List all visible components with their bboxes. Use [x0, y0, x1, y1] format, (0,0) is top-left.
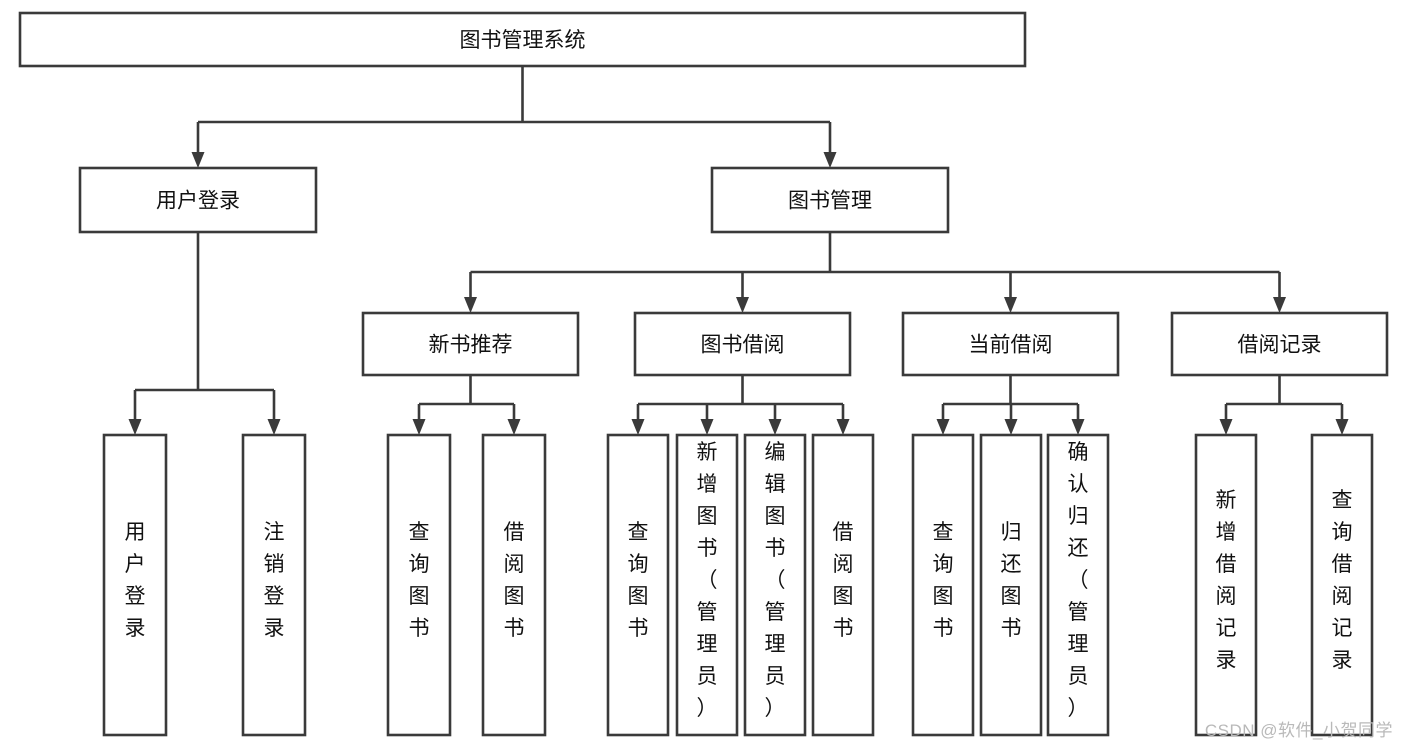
level3-node-current-borrow-label: 当前借阅: [969, 334, 1053, 357]
level3-node-current-borrow-box: [901, 311, 1120, 377]
level4-node-leaf-user-login-box: [102, 433, 168, 737]
level3-node-borrow-record[interactable]: 借阅记录: [1170, 311, 1389, 377]
level4-node-leaf-query-book-c[interactable]: 查询图书: [911, 433, 975, 737]
level4-node-leaf-confirm-return-admin[interactable]: 确认归还（管理员）: [1046, 433, 1110, 737]
level4-node-leaf-borrow-book-rec[interactable]: 借阅图书: [481, 433, 547, 737]
level4-node-leaf-query-borrow-record-label: 查询借阅记录: [1332, 489, 1353, 672]
level2-node-user-login-label: 用户登录: [156, 190, 240, 213]
root-node-book-management-system-label: 图书管理系统: [460, 29, 586, 52]
level4-node-leaf-borrow-book-b-label: 借阅图书: [833, 521, 854, 640]
level4-node-leaf-user-login-label: 用户登录: [125, 521, 146, 640]
level4-node-leaf-return-book-box: [979, 433, 1043, 737]
level3-node-current-borrow[interactable]: 当前借阅: [901, 311, 1120, 377]
level4-node-leaf-query-book-rec[interactable]: 查询图书: [386, 433, 452, 737]
level4-node-leaf-confirm-return-admin-box: [1046, 433, 1110, 737]
level4-node-leaf-return-book-label: 归还图书: [1001, 521, 1022, 640]
level4-node-leaf-query-book-b-box: [606, 433, 670, 737]
level4-node-leaf-user-logout-box: [241, 433, 307, 737]
level2-node-book-manage-box: [710, 166, 950, 234]
level4-node-leaf-borrow-book-b-box: [811, 433, 875, 737]
root-node-book-management-system[interactable]: 图书管理系统: [18, 11, 1027, 68]
level4-node-leaf-query-book-c-label: 查询图书: [933, 521, 954, 640]
connector-borrow-record-to-leaves: [1219, 375, 1349, 435]
connector-new-book-rec-to-leaves: [412, 375, 521, 435]
level4-node-leaf-query-book-rec-box: [386, 433, 452, 737]
connector-book-borrow-to-leaves: [631, 375, 850, 435]
level4-node-leaf-user-logout[interactable]: 注销登录: [241, 433, 307, 737]
level3-node-borrow-record-box: [1170, 311, 1389, 377]
level4-node-leaf-query-book-c-box: [911, 433, 975, 737]
level4-node-leaf-query-borrow-record-box: [1310, 433, 1374, 737]
level3-node-book-borrow-box: [633, 311, 852, 377]
level4-node-leaf-borrow-book-b[interactable]: 借阅图书: [811, 433, 875, 737]
level4-node-leaf-user-login[interactable]: 用户登录: [102, 433, 168, 737]
connector-user-login-to-leaves: [128, 232, 281, 435]
level2-node-user-login[interactable]: 用户登录: [78, 166, 318, 234]
nodes-layer: 图书管理系统用户登录图书管理新书推荐图书借阅当前借阅借阅记录用户登录注销登录查询…: [18, 11, 1389, 737]
level2-node-book-manage[interactable]: 图书管理: [710, 166, 950, 234]
connector-current-borrow-to-leaves: [936, 375, 1085, 435]
level3-node-book-borrow-label: 图书借阅: [701, 334, 785, 357]
level3-node-new-book-rec-box: [361, 311, 580, 377]
level4-node-leaf-query-borrow-record[interactable]: 查询借阅记录: [1310, 433, 1374, 737]
level4-node-leaf-borrow-book-rec-box: [481, 433, 547, 737]
level4-node-leaf-confirm-return-admin-label: 确认归还（管理员）: [1068, 441, 1089, 720]
level4-node-leaf-edit-book-admin-box: [743, 433, 807, 737]
level4-node-leaf-query-book-b[interactable]: 查询图书: [606, 433, 670, 737]
level3-node-new-book-rec-label: 新书推荐: [429, 334, 513, 357]
level4-node-leaf-add-borrow-record-box: [1194, 433, 1258, 737]
level3-node-new-book-rec[interactable]: 新书推荐: [361, 311, 580, 377]
level3-node-book-borrow[interactable]: 图书借阅: [633, 311, 852, 377]
level4-node-leaf-user-logout-label: 注销登录: [264, 521, 285, 640]
level2-node-user-login-box: [78, 166, 318, 234]
level4-node-leaf-query-book-b-label: 查询图书: [628, 521, 649, 640]
level4-node-leaf-query-book-rec-label: 查询图书: [409, 521, 430, 640]
connectors-layer: [128, 66, 1349, 435]
level2-node-book-manage-label: 图书管理: [788, 190, 872, 213]
level4-node-leaf-edit-book-admin-label: 编辑图书（管理员）: [765, 441, 786, 720]
level3-node-borrow-record-label: 借阅记录: [1238, 334, 1322, 357]
level4-node-leaf-return-book[interactable]: 归还图书: [979, 433, 1043, 737]
root-node-book-management-system-box: [18, 11, 1027, 68]
level4-node-leaf-add-book-admin[interactable]: 新增图书（管理员）: [675, 433, 739, 737]
level4-node-leaf-add-book-admin-label: 新增图书（管理员）: [697, 441, 718, 720]
level4-node-leaf-add-borrow-record[interactable]: 新增借阅记录: [1194, 433, 1258, 737]
connector-root-to-level2: [191, 66, 837, 168]
level4-node-leaf-borrow-book-rec-label: 借阅图书: [504, 521, 525, 640]
level4-node-leaf-add-book-admin-box: [675, 433, 739, 737]
level4-node-leaf-edit-book-admin[interactable]: 编辑图书（管理员）: [743, 433, 807, 737]
connector-book-manage-to-level3: [464, 232, 1286, 313]
level4-node-leaf-add-borrow-record-label: 新增借阅记录: [1216, 489, 1237, 672]
